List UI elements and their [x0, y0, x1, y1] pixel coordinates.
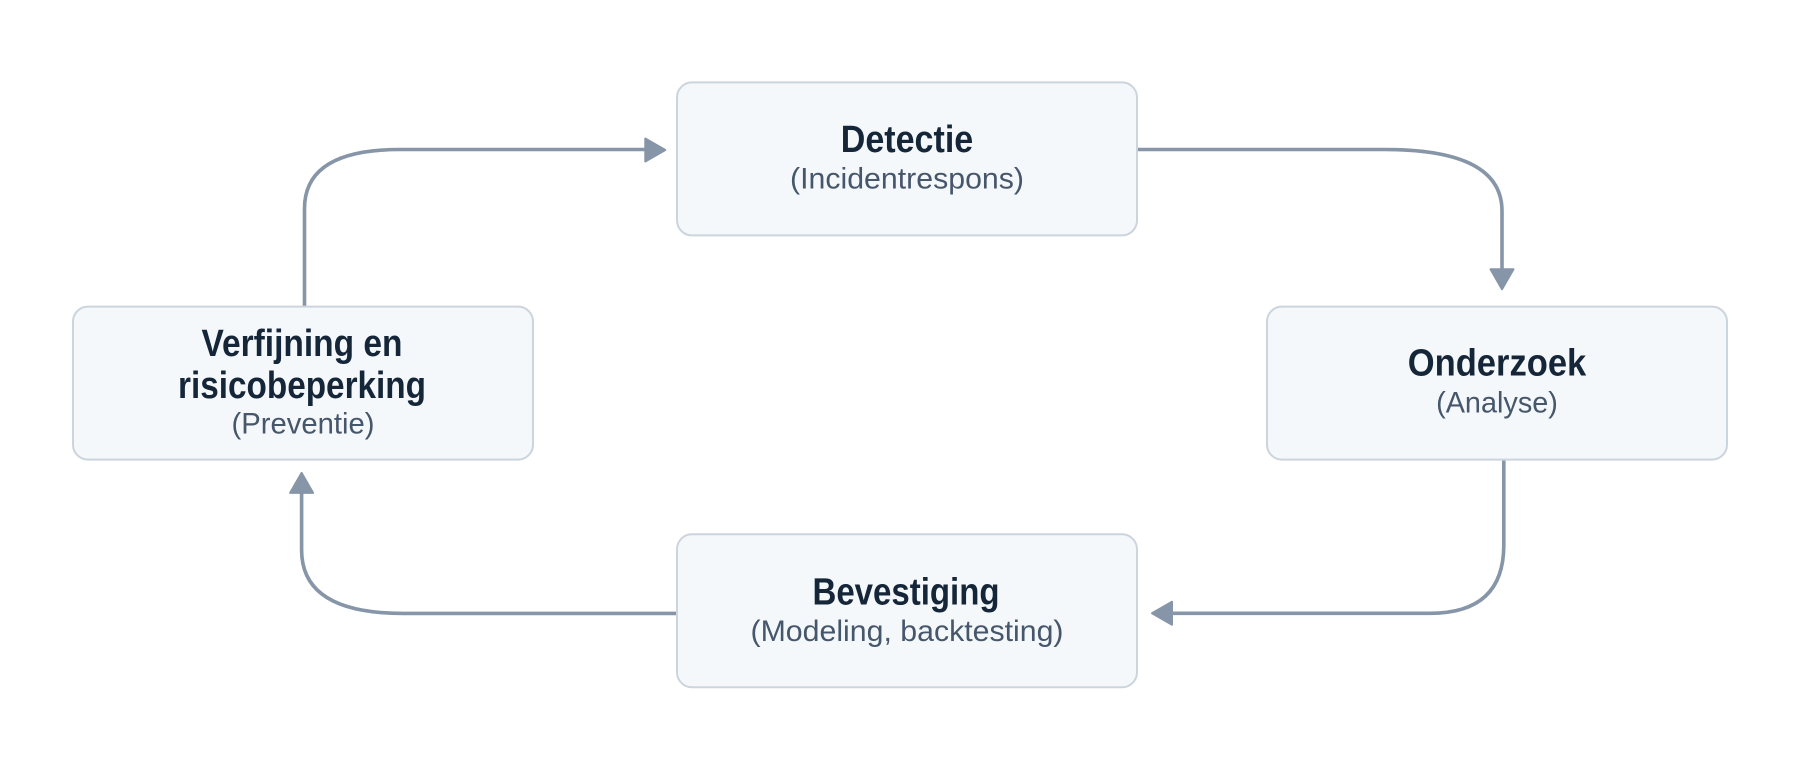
svg-text:(Analyse): (Analyse) — [1436, 386, 1558, 419]
svg-text:Verfijning en: Verfijning en — [202, 323, 403, 365]
svg-text:Detectie: Detectie — [841, 119, 973, 161]
svg-text:(Incidentrespons): (Incidentrespons) — [790, 163, 1024, 196]
svg-text:Onderzoek: Onderzoek — [1408, 342, 1587, 384]
svg-text:risicobeperking: risicobeperking — [178, 365, 426, 407]
svg-text:Bevestiging: Bevestiging — [813, 572, 1000, 614]
svg-text:(Modeling, backtesting): (Modeling, backtesting) — [751, 615, 1064, 648]
svg-text:(Preventie): (Preventie) — [232, 407, 375, 440]
